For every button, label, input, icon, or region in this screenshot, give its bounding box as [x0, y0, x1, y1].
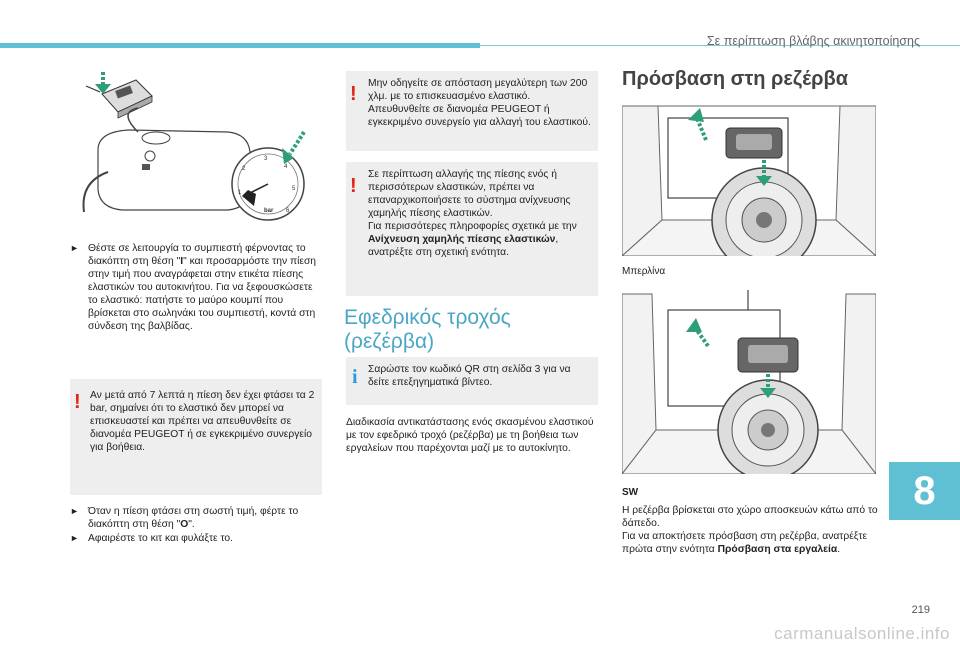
compressor-illustration: 1 2 3 4 5 6 bar	[78, 72, 320, 232]
step-3-text: Αφαιρέστε το κιτ και φυλάξτε το.	[88, 533, 233, 544]
step-1-text-b: " και προσαρμόστε την πίεση στην τιμή πο…	[88, 256, 317, 332]
exclamation-icon: !	[350, 83, 357, 105]
trunk-drawing-hatchback	[620, 105, 878, 273]
caption-sw: SW	[622, 487, 639, 498]
spare-wheel-heading-line2: (ρεζέρβα)	[344, 330, 435, 353]
warning-2-link: Ανίχνευση χαμηλής πίεσης ελαστικών	[368, 234, 556, 245]
warning-box-pressure: ! Αν μετά από 7 λεπτά η πίεση δεν έχει φ…	[70, 379, 322, 495]
info-icon: i	[352, 366, 358, 388]
warning-2-body: Σε περίπτωση αλλαγής της πίεσης ενός ή π…	[368, 168, 594, 259]
warning-2-text-b: Για περισσότερες πληροφορίες σχετικά με …	[368, 221, 577, 232]
step-1: ► Θέστε σε λειτουργία το συμπιεστή φέρνο…	[70, 242, 320, 333]
step-1-text-a: Θέστε σε λειτουργία το συμπιεστή φέρνοντ…	[88, 243, 306, 267]
warning-text: Αν μετά από 7 λεπτά η πίεση δεν έχει φτά…	[90, 390, 315, 453]
access-text-2: Για να αποκτήσετε πρόσβαση στη ρεζέρβα, …	[622, 530, 878, 556]
gauge-tick-4: 4	[284, 164, 288, 170]
access-text-1: Η ρεζέρβα βρίσκεται στο χώρο αποσκευών κ…	[622, 505, 878, 529]
exclamation-icon: !	[74, 391, 81, 413]
section-title: Σε περίπτωση βλάβης ακινητοποίησης	[706, 34, 920, 48]
gauge-tick-3: 3	[264, 156, 268, 162]
step-1-position: I	[180, 256, 184, 267]
access-link-tools: Πρόσβαση στα εργαλεία	[717, 544, 838, 555]
access-heading: Πρόσβαση στη ρεζέρβα	[622, 68, 849, 90]
gauge-tick-1: 1	[238, 190, 242, 196]
chapter-tab: 8	[889, 462, 960, 520]
header-accent-bar	[0, 43, 480, 48]
step-3: ► Αφαιρέστε το κιτ και φυλάξτε το.	[70, 532, 320, 545]
warning-2-text-c: , ανατρέξτε στη σχετική ενότητα.	[368, 234, 559, 258]
step-2-text-b: ".	[188, 519, 195, 530]
spare-wheel-body: Διαδικασία αντικατάστασης ενός σκασμένου…	[346, 417, 594, 454]
step-2: ► Όταν η πίεση φτάσει στη σωστή τιμή, φέ…	[70, 505, 320, 531]
compressor-drawing: 1 2 3 4 5 6 bar	[82, 72, 306, 221]
trunk-illustration-hatchback	[620, 100, 878, 273]
triangle-right-icon: ►	[70, 243, 79, 253]
gauge-tick-6: 6	[286, 208, 290, 214]
warning-1-text: Μην οδηγείτε σε απόσταση μεγαλύτερη των …	[368, 78, 591, 128]
watermark: carmanualsonline.info	[774, 624, 950, 643]
spare-wheel-heading: Εφεδρικός τροχός (ρεζέρβα)	[344, 306, 600, 354]
step-2-position: O	[180, 519, 189, 530]
info-text: Σαρώστε τον κωδικό QR στη σελίδα 3 για ν…	[368, 364, 571, 388]
gauge-tick-5: 5	[292, 186, 296, 192]
header-rule	[480, 45, 960, 46]
trunk-drawing-sw	[620, 290, 878, 481]
caption-hatchback: Μπερλίνα	[622, 266, 666, 277]
info-box-qr: i Σαρώστε τον κωδικό QR στη σελίδα 3 για…	[346, 357, 598, 405]
triangle-right-icon: ►	[70, 533, 79, 543]
warning-box-reinit: ! Σε περίπτωση αλλαγής της πίεσης ενός ή…	[346, 162, 598, 296]
trunk-illustration-sw	[620, 290, 878, 481]
spare-wheel-heading-line1: Εφεδρικός τροχός	[344, 306, 511, 329]
warning-box-distance: ! Μην οδηγείτε σε απόσταση μεγαλύτερη τω…	[346, 71, 598, 151]
access-text-2a: Για να αποκτήσετε πρόσβαση στη ρεζέρβα, …	[622, 531, 868, 555]
triangle-right-icon: ►	[70, 506, 79, 516]
step-2-text-a: Όταν η πίεση φτάσει στη σωστή τιμή, φέρτ…	[88, 506, 299, 530]
access-text: Η ρεζέρβα βρίσκεται στο χώρο αποσκευών κ…	[622, 504, 878, 556]
gauge-tick-2: 2	[242, 166, 246, 172]
gauge-unit: bar	[264, 208, 274, 214]
page-number: 219	[911, 604, 930, 616]
warning-2-text-a: Σε περίπτωση αλλαγής της πίεσης ενός ή π…	[368, 169, 571, 219]
access-text-2b: .	[837, 544, 841, 555]
exclamation-icon: !	[350, 175, 357, 197]
